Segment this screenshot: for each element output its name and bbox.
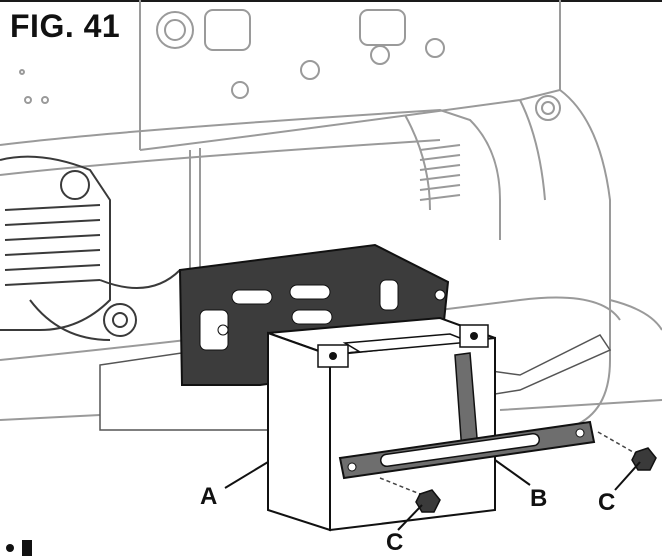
strap-hole [347,462,357,472]
hold-down-strap [338,352,596,480]
bracket-slot [291,309,333,325]
bracket-hole [434,289,446,301]
leader-lines [224,459,641,531]
alternator-detail [0,155,181,341]
bottom-left-marks [6,540,32,556]
callout-c-right: C [598,489,616,516]
engine-background [0,0,662,431]
leader-a [224,461,269,489]
battery [267,316,496,532]
strap-slot [379,432,541,468]
figure-title: FIG. 41 [8,8,127,44]
bracket-slot [289,284,331,300]
leader-c-right [614,461,641,491]
leader-c-bottom [397,504,423,531]
bolt-right [597,431,657,471]
callout-c-bottom: C [386,529,404,556]
leader-b [494,459,531,486]
callout-b: B [530,485,548,512]
bolt-bottom [379,477,441,513]
callout-a: A [200,483,218,510]
strap-hole [575,428,585,438]
bracket-slot [231,289,273,305]
bracket-slot [379,279,399,311]
bracket-hole [217,324,229,336]
top-rule [0,0,662,2]
